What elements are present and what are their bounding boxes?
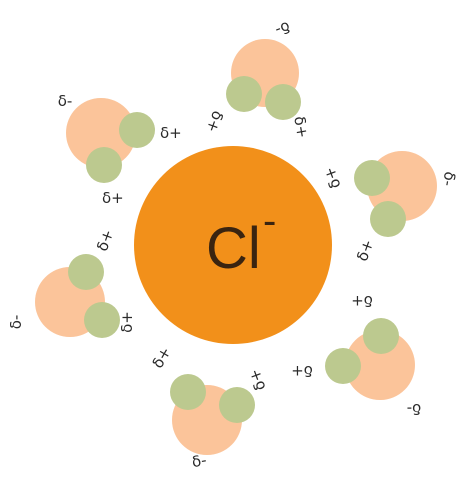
partial-negative-label: δ- [273, 18, 293, 40]
hydrogen-atom [84, 302, 120, 338]
chloride-ion: Cl - [134, 146, 332, 344]
water-molecule-right: δ- δ+ δ+ [320, 151, 457, 264]
partial-negative-label: δ- [439, 170, 457, 187]
ion-sphere [134, 146, 332, 344]
oxygen-atom [345, 330, 415, 400]
hydrogen-atom [86, 147, 122, 183]
hydrogen-atom [119, 112, 155, 148]
partial-positive-label: δ+ [320, 164, 344, 191]
hydrogen-atom [265, 84, 301, 120]
water-molecule-left: δ- δ+ δ+ [7, 227, 136, 338]
partial-negative-label: δ- [7, 315, 25, 330]
hydrogen-atom [170, 374, 206, 410]
hydrogen-atom [325, 348, 361, 384]
partial-negative-label: δ- [58, 92, 73, 110]
water-molecule-top: δ- δ+ δ+ [203, 18, 312, 140]
partial-positive-label: δ+ [148, 344, 174, 372]
partial-positive-label: δ+ [118, 311, 136, 333]
ion-symbol: Cl [206, 216, 261, 281]
partial-positive-label: δ+ [160, 124, 182, 142]
partial-positive-label: δ+ [290, 115, 312, 140]
hydrogen-atom [363, 318, 399, 354]
partial-positive-label: δ+ [351, 292, 373, 310]
hydrogen-atom [226, 76, 262, 112]
partial-positive-label: δ+ [93, 227, 117, 254]
hydrogen-atom [219, 387, 255, 423]
partial-negative-label: δ- [190, 451, 207, 471]
partial-positive-label: δ+ [291, 362, 313, 380]
partial-positive-label: δ+ [102, 189, 124, 207]
water-molecule-upper-left: δ- δ+ δ+ [58, 92, 182, 207]
partial-negative-label: δ- [407, 400, 422, 418]
partial-positive-label: δ+ [245, 366, 269, 393]
partial-positive-label: δ+ [203, 108, 227, 135]
hydrogen-atom [68, 254, 104, 290]
water-molecule-bottom: δ- δ+ δ+ [148, 344, 269, 472]
water-molecule-lower-right: δ- δ+ δ+ [291, 292, 421, 418]
hydrogen-atom [354, 160, 390, 196]
ion-charge: - [263, 199, 276, 243]
hydrogen-atom [370, 201, 406, 237]
oxygen-atom [66, 98, 136, 168]
partial-positive-label: δ+ [353, 237, 377, 264]
